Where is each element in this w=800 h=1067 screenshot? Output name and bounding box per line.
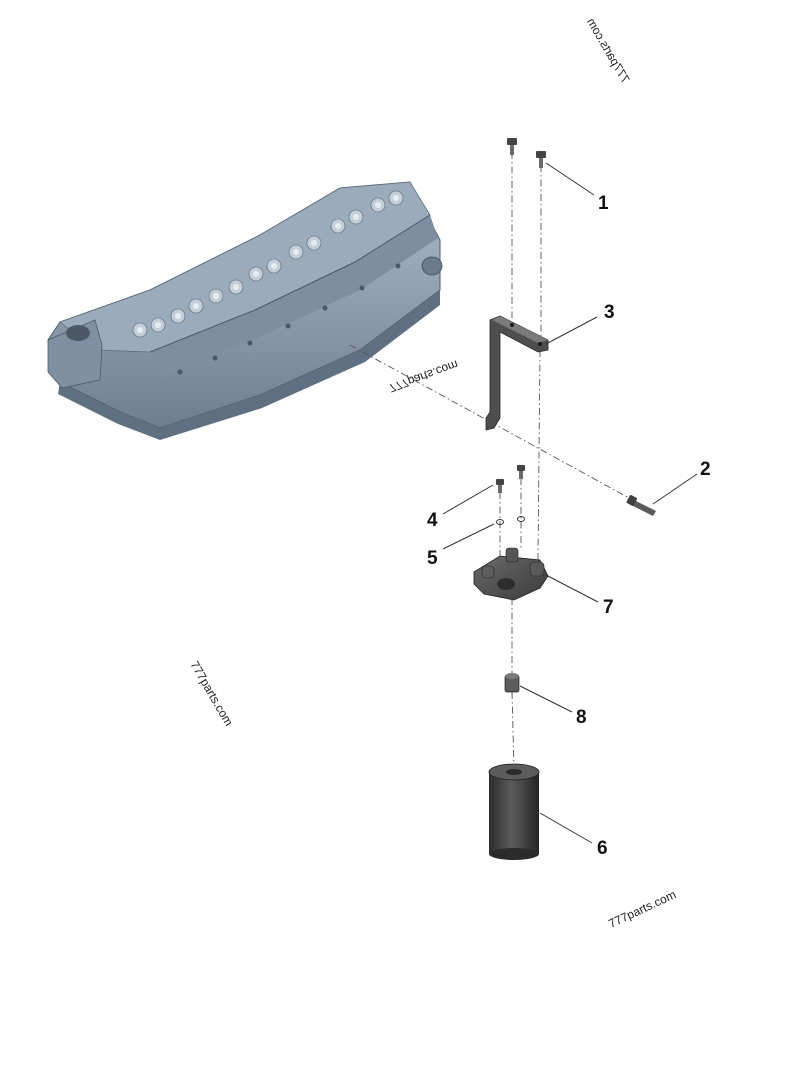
- callout-6: 6: [597, 838, 608, 859]
- filter-part-6: [488, 763, 540, 860]
- callout-5: 5: [427, 548, 438, 569]
- watermark-bottom-right: 777parts.com: [606, 887, 678, 930]
- cylinder-head-illustration: [47, 181, 443, 440]
- callout-8: 8: [576, 707, 587, 728]
- watermarks: 777parts.com 777parts.com 777parts.com 7…: [187, 16, 678, 931]
- adapter-part-8: [504, 673, 520, 693]
- bracket-part-3: [485, 315, 549, 431]
- callout-labels: 1 3 2 4 5 7 8 6: [427, 193, 711, 859]
- leader-lines: [442, 162, 698, 844]
- watermark-center: 777parts.com: [387, 357, 460, 395]
- bolt-part-1: [507, 138, 546, 168]
- watermark-left: 777parts.com: [187, 659, 235, 729]
- callout-4: 4: [427, 510, 438, 531]
- callout-7: 7: [603, 597, 614, 618]
- watermark-top-right: 777parts.com: [584, 16, 632, 86]
- callout-1: 1: [598, 193, 609, 214]
- callout-3: 3: [604, 302, 615, 323]
- bolt-part-2: [626, 494, 656, 516]
- o-ring-part-5: [496, 516, 525, 525]
- filter-head-part-7: [473, 547, 549, 601]
- callout-2: 2: [700, 459, 711, 480]
- bolt-part-4: [496, 465, 525, 493]
